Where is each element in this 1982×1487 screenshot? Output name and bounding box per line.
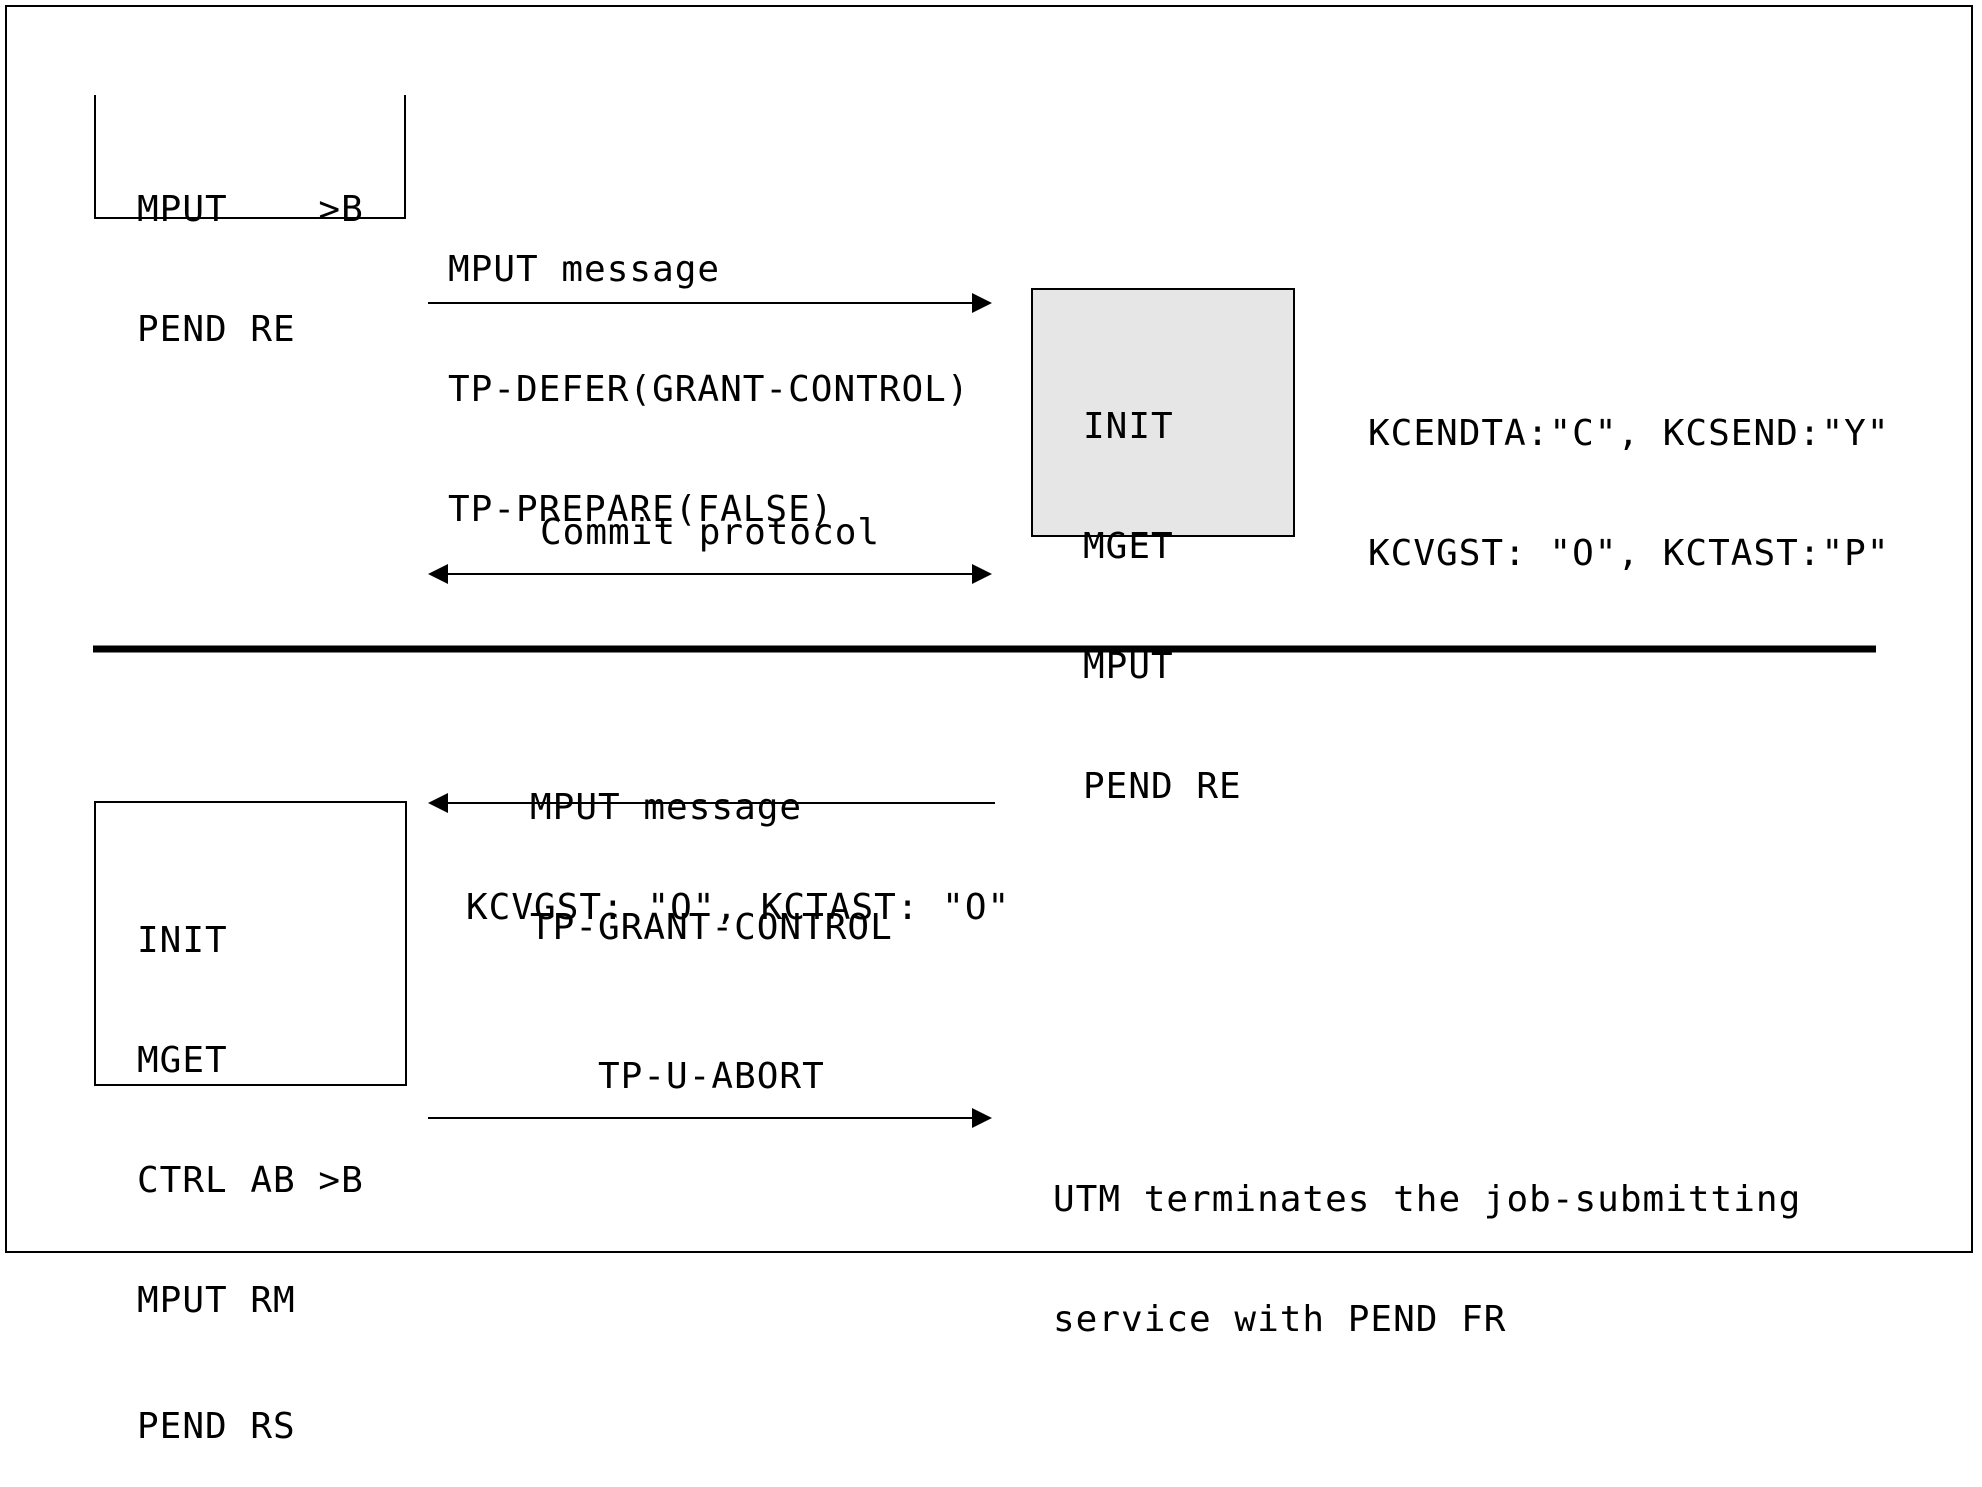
server-fields: KCENDTA:"C", KCSEND:"Y" KCVGST: "O", KCT… [1368,334,1890,614]
top-message-line-2: TP-DEFER(GRANT-CONTROL) [448,369,970,410]
diagram-canvas [93,95,1876,1128]
bottom-client-box [94,801,407,1086]
server-fields-line-2: KCVGST: "O", KCTAST:"P" [1368,533,1890,574]
server-line-2: MGET [1083,526,1174,567]
bottom-client-line-1: INIT [137,920,228,961]
bottom-client-fields: KCVGST: "O", KCTAST: "O" [466,887,1011,928]
top-client-line-2: PEND RE [137,309,296,350]
server-line-4: PEND RE [1083,766,1242,807]
server-fields-line-1: KCENDTA:"C", KCSEND:"Y" [1368,413,1890,454]
abort-label: TP-U-ABORT [598,1056,825,1097]
bottom-client-line-3: CTRL AB >B [137,1160,364,1201]
top-message-line-1: MPUT message [448,249,721,290]
top-client-line-1: MPUT >B [137,189,364,230]
top-client-box-text: MPUT >B PEND RE [137,110,364,390]
termination-line-1: UTM terminates the job-submitting [1053,1179,1802,1220]
top-server-box-text: INIT MGET MPUT PEND RE [1083,327,1242,847]
bottom-message-line-1: MPUT message [530,787,803,828]
top-client-box [94,95,406,219]
top-message-label: MPUT message TP-DEFER(GRANT-CONTROL) TP-… [448,170,970,570]
bottom-message-line-2: TP-GRANT-CONTROL [530,907,893,948]
top-message-line-3: TP-PREPARE(FALSE) [448,489,834,530]
bottom-client-line-2: MGET [137,1040,228,1081]
commit-protocol-label: Commit protocol [540,512,881,553]
top-server-box [1031,288,1295,537]
bottom-client-box-text: INIT MGET CTRL AB >B MPUT RM PEND RS [137,841,364,1487]
diagram-frame [5,5,1973,1253]
server-line-1: INIT [1083,406,1174,447]
bottom-client-line-4: MPUT RM [137,1280,296,1321]
bottom-client-line-5: PEND RS [137,1406,296,1447]
server-line-3: MPUT [1083,646,1174,687]
bottom-message-label: MPUT message TP-GRANT-CONTROL [530,708,893,988]
termination-line-2: service with PEND FR [1053,1299,1507,1340]
termination-note: UTM terminates the job-submitting servic… [1053,1100,1801,1380]
